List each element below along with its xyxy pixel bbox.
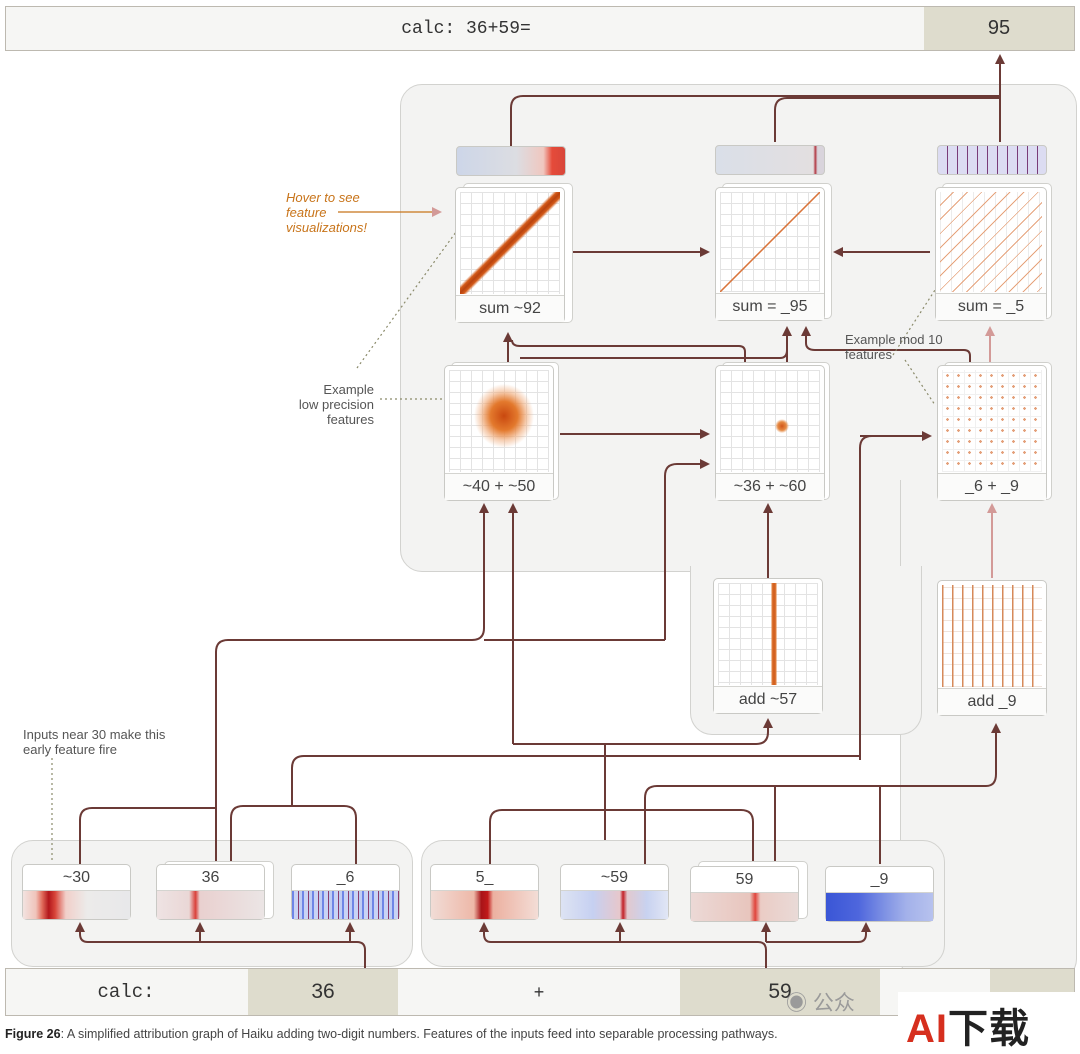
feature-visualization <box>720 370 820 472</box>
site-logo-text: AI下载 <box>906 1007 1030 1051</box>
prompt-bar: calc: 36+59= 95 <box>5 6 1075 51</box>
feature-card-add-9[interactable]: add _9 <box>937 580 1047 716</box>
token-plus: + <box>533 982 545 1002</box>
activation-strip <box>431 890 538 919</box>
input-feature-ones-6[interactable]: _6 <box>291 864 400 920</box>
output-strip-sum-92[interactable] <box>456 146 566 176</box>
feature-label: sum ~92 <box>456 295 564 322</box>
input-feature-approx-30[interactable]: ~30 <box>22 864 131 920</box>
feature-label: _6 + _9 <box>938 473 1046 500</box>
feature-label: ~59 <box>600 869 629 886</box>
token-59[interactable]: 59 <box>680 969 880 1015</box>
site-logo <box>898 992 1080 1042</box>
input-feature-tens-5[interactable]: 5_ <box>430 864 539 920</box>
feature-visualization <box>720 192 820 292</box>
mod10-annotation: Example mod 10 features <box>845 332 943 362</box>
feature-card-sum-92[interactable]: sum ~92 <box>455 187 565 323</box>
activation-strip <box>292 890 399 919</box>
feature-card-sum-95[interactable]: sum = _95 <box>715 187 825 321</box>
feature-label: add ~57 <box>714 686 822 713</box>
output-strip-sum-5[interactable] <box>937 145 1047 175</box>
feature-label: sum = _5 <box>936 293 1046 320</box>
activation-strip <box>23 890 130 919</box>
answer-token[interactable]: 95 <box>924 7 1074 50</box>
feature-visualization <box>942 585 1042 687</box>
feature-label: add _9 <box>938 688 1046 715</box>
token-calc: calc: <box>97 981 155 1003</box>
feature-card-40-plus-50[interactable]: ~40 + ~50 <box>444 365 554 501</box>
input-feature-ones-9[interactable]: _9 <box>825 866 934 922</box>
feature-label: 5_ <box>475 869 494 886</box>
wechat-icon: ◉ <box>786 992 807 1015</box>
feature-label: 59 <box>735 871 754 888</box>
feature-card-add-57[interactable]: add ~57 <box>713 578 823 714</box>
feature-visualization <box>449 370 549 472</box>
feature-label: _9 <box>870 871 889 888</box>
activation-strip <box>561 890 668 919</box>
feature-label: ~36 + ~60 <box>716 473 824 500</box>
output-strip-sum-95[interactable] <box>715 145 825 175</box>
feature-visualization <box>940 192 1042 292</box>
figure-caption-label: Figure 26 <box>5 1027 61 1041</box>
feature-label: _6 <box>336 869 355 886</box>
feature-card-36-plus-60[interactable]: ~36 + ~60 <box>715 365 825 501</box>
feature-label: 36 <box>201 869 220 886</box>
feature-card-6-plus-9[interactable]: _6 + _9 <box>937 365 1047 501</box>
input-feature-approx-59[interactable]: ~59 <box>560 864 669 920</box>
feature-label: ~30 <box>62 869 91 886</box>
hover-hint-annotation: Hover to see feature visualizations! <box>286 190 367 235</box>
token-36[interactable]: 36 <box>248 969 398 1015</box>
activation-strip <box>826 892 933 921</box>
input-feature-59[interactable]: 59 <box>690 866 799 922</box>
prompt-text: calc: 36+59= <box>401 19 531 39</box>
feature-visualization <box>718 583 818 685</box>
watermark-text: ◉ 公众 <box>786 992 855 1015</box>
feature-visualization <box>942 370 1042 472</box>
figure-caption: Figure 26: A simplified attribution grap… <box>5 1027 778 1041</box>
feature-card-sum-5[interactable]: sum = _5 <box>935 187 1047 321</box>
feature-label: sum = _95 <box>716 293 824 320</box>
input-feature-36[interactable]: 36 <box>156 864 265 920</box>
figure-caption-text: : A simplified attribution graph of Haik… <box>60 1027 778 1041</box>
input-token-bar: calc: 36 + 59 <box>5 968 1075 1016</box>
feature-visualization <box>460 192 560 294</box>
early-fire-annotation: Inputs near 30 make this early feature f… <box>23 727 166 757</box>
activation-strip <box>157 890 264 919</box>
feature-label: ~40 + ~50 <box>445 473 553 500</box>
activation-strip <box>691 892 798 921</box>
low-precision-annotation: Example low precision features <box>298 382 374 427</box>
